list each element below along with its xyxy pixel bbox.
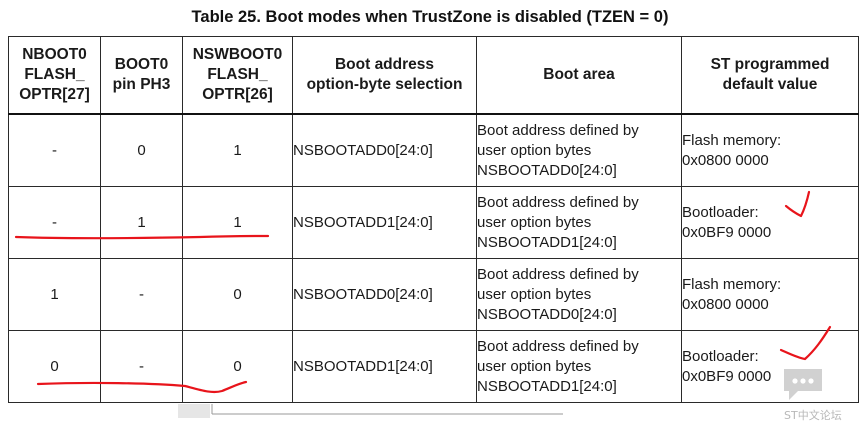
header-nboot0: NBOOT0 FLASH_ OPTR[27] [8, 36, 101, 115]
boot-modes-table: NBOOT0 FLASH_ OPTR[27] BOOT0 pin PH3 NSW… [8, 36, 859, 403]
cell-boot-area: Boot address defined by user option byte… [476, 258, 682, 331]
cell-default-value: Flash memory: 0x0800 0000 [681, 258, 859, 331]
cell-boot0: - [100, 330, 183, 403]
cell-address-selection: NSBOOTADD0[24:0] [292, 113, 477, 187]
watermark-text: ST中文论坛 [784, 409, 842, 422]
cell-boot0: - [100, 258, 183, 331]
cell-boot-area: Boot address defined by user option byte… [476, 186, 682, 259]
cell-nswboot0: 1 [182, 113, 293, 187]
table-row: 0 - 0 NSBOOTADD1[24:0] Boot address defi… [8, 330, 859, 403]
table-row: - 0 1 NSBOOTADD0[24:0] Boot address defi… [8, 113, 859, 187]
cell-default-value: Flash memory: 0x0800 0000 [681, 113, 859, 187]
table-caption: Table 25. Boot modes when TrustZone is d… [191, 8, 669, 26]
header-boot-address-selection: Boot address option-byte selection [292, 36, 477, 115]
cell-nboot0: 0 [8, 330, 101, 403]
cell-address-selection: NSBOOTADD0[24:0] [292, 258, 477, 331]
cell-boot-area: Boot address defined by user option byte… [476, 113, 682, 187]
cell-nswboot0: 0 [182, 330, 293, 403]
cell-boot0: 0 [100, 113, 183, 187]
header-boot0-pin: BOOT0 pin PH3 [100, 36, 183, 115]
table-row: 1 - 0 NSBOOTADD0[24:0] Boot address defi… [8, 258, 859, 331]
cell-nboot0: 1 [8, 258, 101, 331]
cell-nswboot0: 1 [182, 186, 293, 259]
header-default-value: ST programmed default value [681, 36, 859, 115]
header-boot-area: Boot area [476, 36, 682, 115]
cell-default-value: Bootloader: 0x0BF9 0000 [681, 186, 859, 259]
cell-nswboot0: 0 [182, 258, 293, 331]
cell-nboot0: - [8, 113, 101, 187]
header-nswboot0: NSWBOOT0 FLASH_ OPTR[26] [182, 36, 293, 115]
chat-bubble-icon [784, 369, 822, 400]
cell-address-selection: NSBOOTADD1[24:0] [292, 330, 477, 403]
cell-boot0: 1 [100, 186, 183, 259]
horizontal-scrollbar[interactable] [178, 404, 563, 418]
table-header-row: NBOOT0 FLASH_ OPTR[27] BOOT0 pin PH3 NSW… [8, 36, 859, 115]
cell-address-selection: NSBOOTADD1[24:0] [292, 186, 477, 259]
cell-nboot0: - [8, 186, 101, 259]
cell-boot-area: Boot address defined by user option byte… [476, 330, 682, 403]
cell-default-value: Bootloader: 0x0BF9 0000 [681, 330, 859, 403]
table-row: - 1 1 NSBOOTADD1[24:0] Boot address defi… [8, 186, 859, 259]
